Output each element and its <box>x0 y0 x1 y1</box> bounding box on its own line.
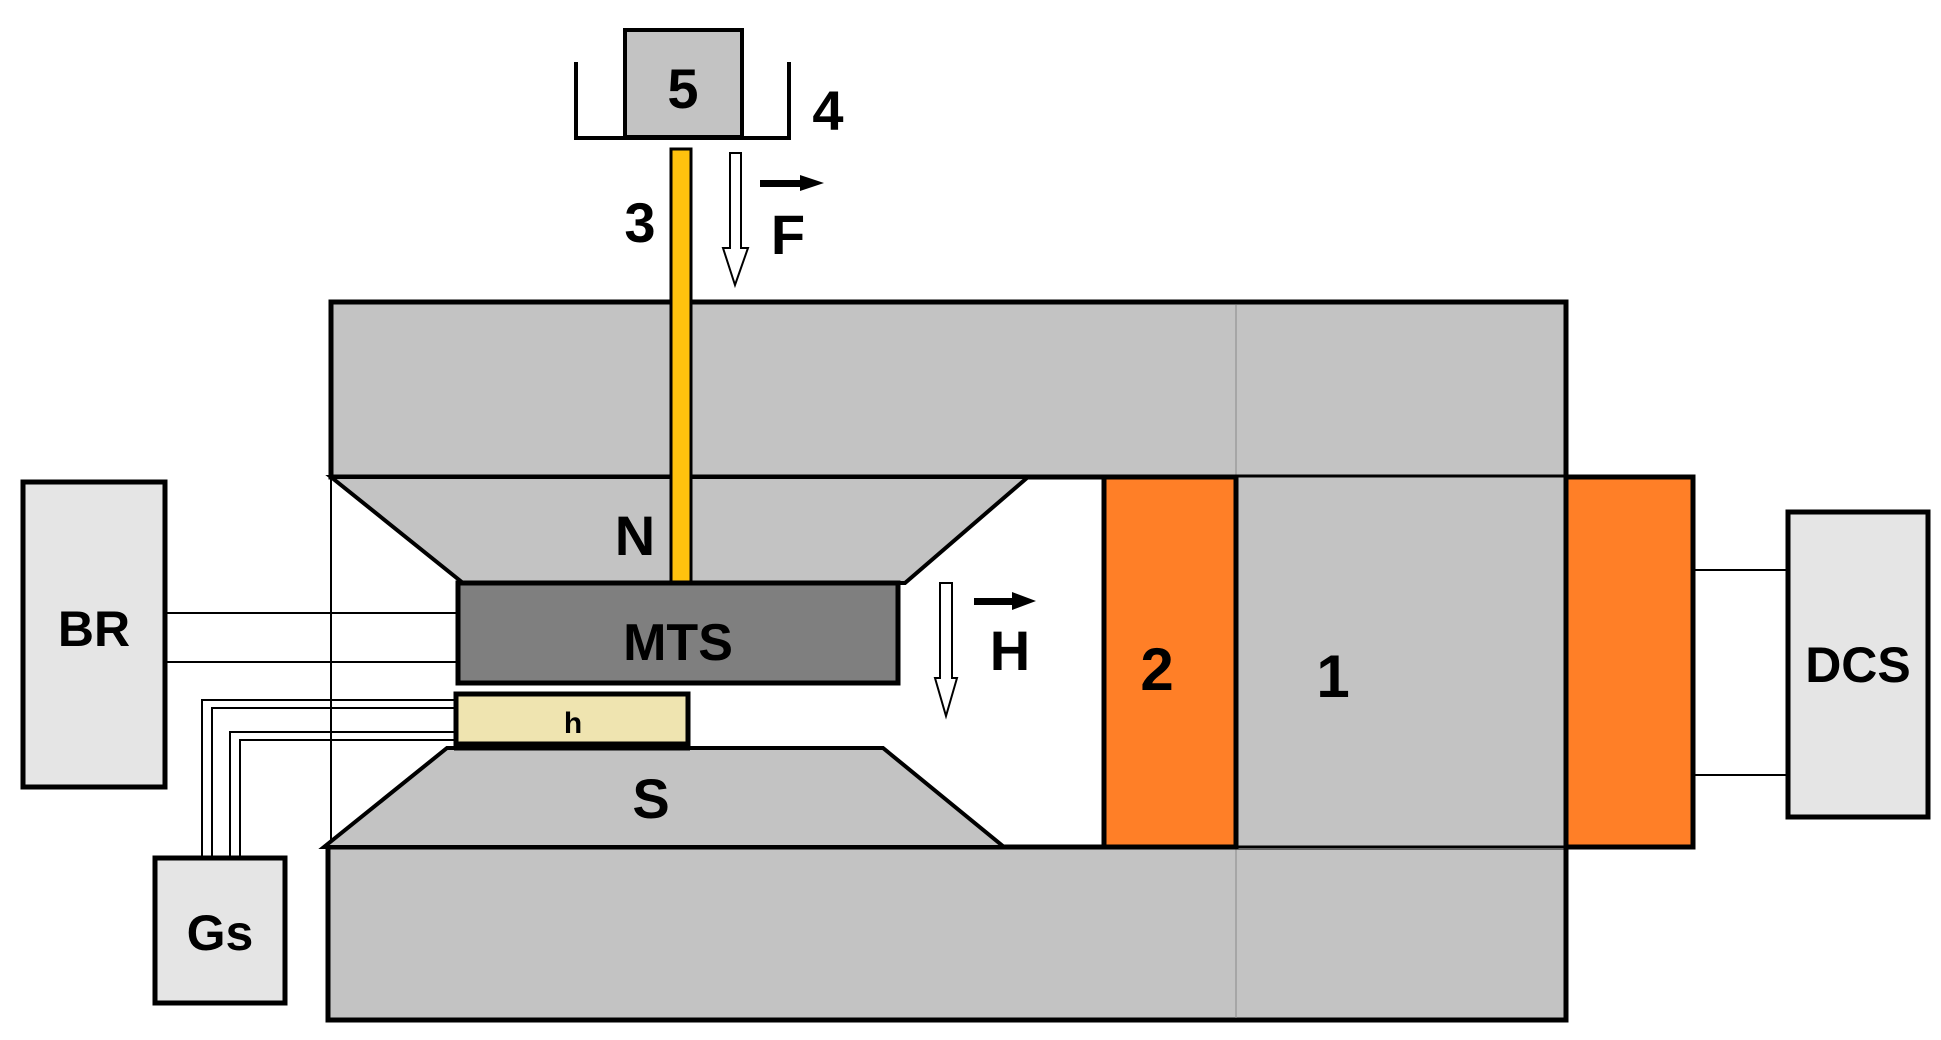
yoke-bottom-bar <box>325 844 1569 1023</box>
spacer-label: h <box>564 707 582 740</box>
field-label: H <box>990 619 1030 682</box>
force-arrow-icon <box>721 152 750 289</box>
rod-label: 3 <box>624 191 655 254</box>
bridge-box <box>20 479 168 790</box>
south-pole-piece <box>318 746 1010 849</box>
coil-right-section <box>1563 474 1696 850</box>
force-vector-mark-icon <box>760 175 824 191</box>
gaussmeter-label: Gs <box>187 905 254 961</box>
yoke-core-column <box>1236 477 1566 849</box>
bridge-label: BR <box>58 601 130 657</box>
north-pole-label: N <box>615 504 655 567</box>
force-label: F <box>771 203 805 266</box>
gaussmeter-wire-3 <box>229 731 456 858</box>
load-weight <box>623 28 744 139</box>
sample-label: MTS <box>623 614 733 672</box>
cup-label: 4 <box>812 79 843 142</box>
gaussmeter-box <box>152 855 288 1006</box>
gaussmeter-wire-1 <box>201 699 456 858</box>
yoke-label: 1 <box>1316 643 1349 710</box>
coil-left-section <box>1101 474 1239 850</box>
load-label: 5 <box>667 57 698 120</box>
gaussmeter-wire-4 <box>239 739 456 858</box>
south-pole-label: S <box>632 767 669 830</box>
transmission-rod <box>669 147 693 586</box>
magnet-yoke <box>325 299 1569 1023</box>
gaussmeter-wire-2 <box>211 707 456 858</box>
dc-source-box <box>1785 509 1931 820</box>
mts-sample <box>455 580 901 686</box>
yoke-top-bar <box>328 299 1569 480</box>
dc-source-label: DCS <box>1805 637 1911 693</box>
field-vector-mark-icon <box>974 592 1036 610</box>
spacer-h <box>453 691 691 747</box>
field-arrow-icon <box>933 582 959 720</box>
coil-label: 2 <box>1140 636 1173 703</box>
